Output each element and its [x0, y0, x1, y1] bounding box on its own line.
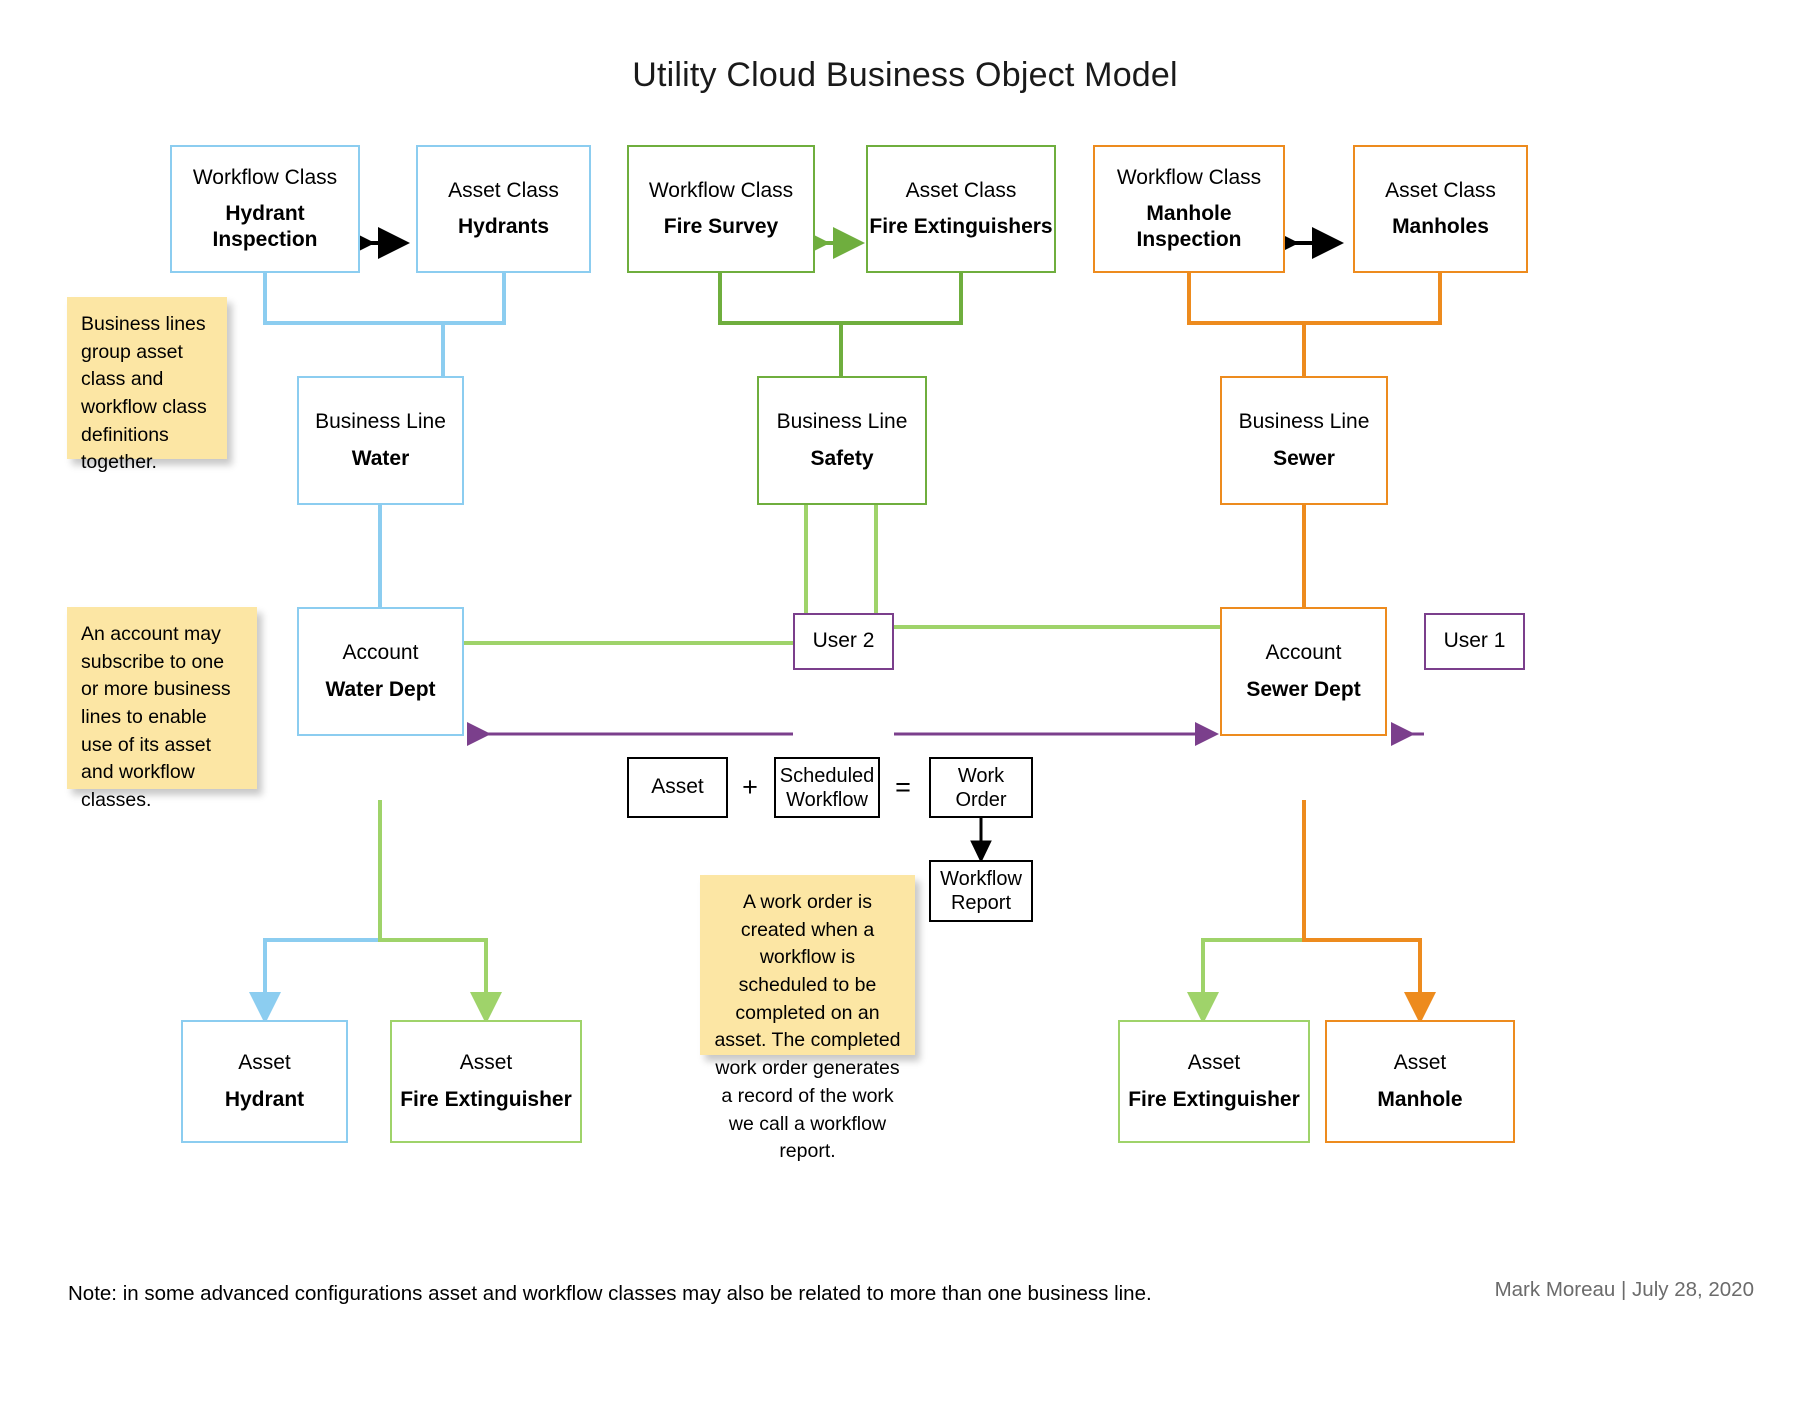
node-kind: Workflow Class — [192, 165, 338, 189]
page-title: Utility Cloud Business Object Model — [632, 56, 1178, 94]
note-business-lines: Business lines group asset class and wor… — [67, 297, 227, 473]
node-kind: Asset — [459, 1051, 513, 1075]
node-equation-scheduled-workflow[interactable]: Scheduled Workflow — [774, 757, 880, 818]
equation-scheduled-workflow-label: Scheduled Workflow — [779, 764, 875, 811]
link-account-sewer-to-manhole — [1302, 800, 1436, 1024]
user-1-label: User 1 — [1443, 629, 1506, 653]
node-name: Hydrant — [224, 1087, 305, 1111]
node-name: Manhole — [1377, 1087, 1463, 1111]
node-name: Fire Extinguishers — [869, 215, 1053, 238]
node-kind: Asset — [238, 1051, 291, 1075]
node-name: Manholes — [1392, 215, 1489, 238]
node-equation-asset[interactable]: Asset — [627, 757, 728, 818]
node-name: Hydrant Inspection — [212, 201, 318, 252]
node-kind: Asset Class — [905, 178, 1017, 202]
node-kind: Business Line — [1238, 410, 1370, 434]
node-kind: Account — [342, 641, 419, 665]
node-asset-class-fire-extinguishers[interactable]: Asset Class Fire Extinguishers — [866, 145, 1056, 273]
node-asset-hydrant[interactable]: Asset Hydrant — [181, 1020, 348, 1143]
node-name: Sewer — [1273, 446, 1335, 470]
node-kind: Asset — [1393, 1051, 1447, 1075]
equation-workflow-report-label: Workflow Report — [940, 868, 1022, 914]
node-name: Fire Extinguisher — [400, 1087, 572, 1111]
node-kind: Asset Class — [1385, 178, 1496, 202]
node-kind: Workflow Class — [648, 178, 794, 202]
link-account-sewer-to-fire-ext — [1187, 800, 1306, 1024]
equation-work-order-label: Work Order — [955, 764, 1007, 811]
node-kind: Business Line — [776, 410, 908, 434]
note-work-order: A work order is created when a workflow … — [700, 875, 915, 1162]
node-name: Water Dept — [325, 677, 436, 701]
equation-asset-label: Asset — [651, 775, 704, 799]
node-kind: Asset Class — [448, 178, 559, 202]
node-name: Fire Survey — [663, 215, 779, 238]
node-account-water-dept[interactable]: Account Water Dept — [297, 607, 464, 736]
equation-equals-operator: = — [895, 772, 911, 802]
node-user-2[interactable]: User 2 — [793, 613, 894, 670]
note-account: An account may subscribe to one or more … — [67, 607, 257, 811]
node-workflow-class-fire-survey[interactable]: Workflow Class Fire Survey — [627, 145, 815, 273]
node-account-sewer-dept[interactable]: Account Sewer Dept — [1220, 607, 1387, 736]
footer-credit: Mark Moreau | July 28, 2020 — [1494, 1278, 1754, 1301]
node-name: Manhole Inspection — [1136, 201, 1242, 252]
node-workflow-class-hydrant-inspection[interactable]: Workflow Class Hydrant Inspection — [170, 145, 360, 273]
node-asset-class-manholes[interactable]: Asset Class Manholes — [1353, 145, 1528, 273]
node-kind: Business Line — [315, 410, 446, 434]
node-business-line-water[interactable]: Business Line Water — [297, 376, 464, 505]
node-kind: Workflow Class — [1116, 165, 1262, 189]
user-2-label: User 2 — [812, 629, 875, 653]
node-name: Safety — [810, 446, 874, 470]
node-equation-workflow-report[interactable]: Workflow Report — [929, 860, 1033, 922]
node-name: Hydrants — [457, 215, 550, 238]
link-account-water-to-fire-ext — [378, 800, 502, 1024]
node-kind: Asset — [1187, 1051, 1241, 1075]
node-asset-fire-extinguisher-sewer[interactable]: Asset Fire Extinguisher — [1118, 1020, 1310, 1143]
node-asset-manhole[interactable]: Asset Manhole — [1325, 1020, 1515, 1143]
node-name: Sewer Dept — [1246, 677, 1361, 701]
node-name: Water — [351, 446, 410, 470]
node-business-line-safety[interactable]: Business Line Safety — [757, 376, 927, 505]
node-asset-fire-extinguisher-water[interactable]: Asset Fire Extinguisher — [390, 1020, 582, 1143]
equation-plus-operator: + — [742, 772, 758, 802]
node-equation-work-order[interactable]: Work Order — [929, 757, 1033, 818]
node-kind: Account — [1265, 641, 1342, 665]
node-user-1[interactable]: User 1 — [1424, 613, 1525, 670]
node-name: Fire Extinguisher — [1128, 1087, 1300, 1111]
node-asset-class-hydrants[interactable]: Asset Class Hydrants — [416, 145, 591, 273]
node-workflow-class-manhole-inspection[interactable]: Workflow Class Manhole Inspection — [1093, 145, 1285, 273]
footer-note: Note: in some advanced configurations as… — [68, 1282, 1152, 1305]
node-business-line-sewer[interactable]: Business Line Sewer — [1220, 376, 1388, 505]
link-account-water-to-assets — [249, 800, 382, 1024]
